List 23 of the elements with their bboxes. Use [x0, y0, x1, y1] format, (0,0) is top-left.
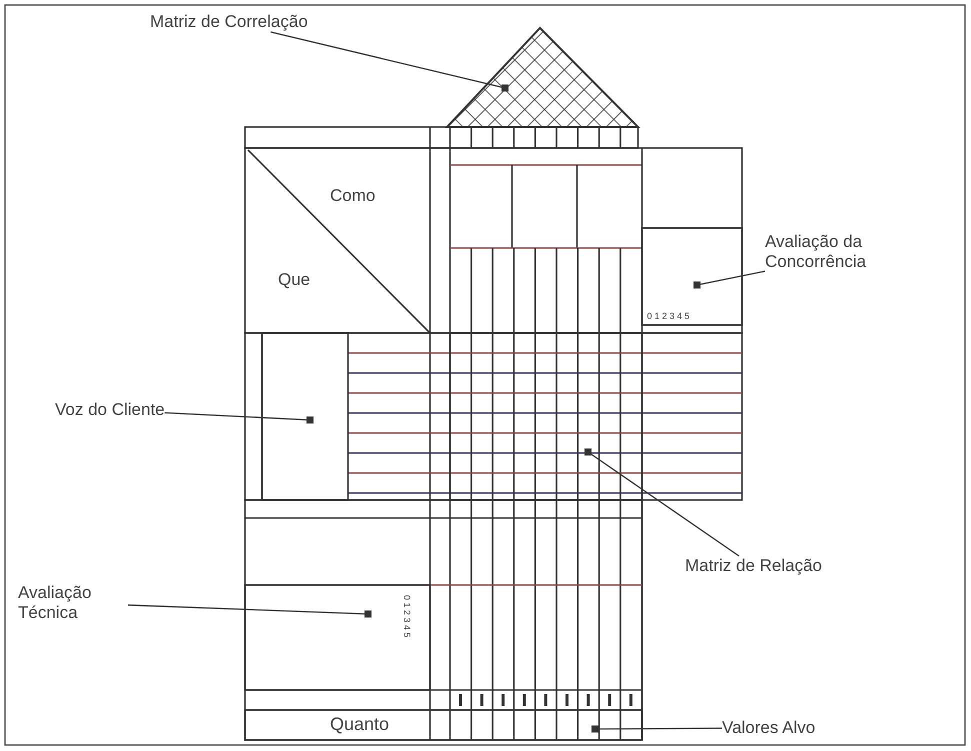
section-label: Quanto	[330, 714, 390, 734]
callout-label: Valores Alvo	[722, 718, 816, 738]
leader-line	[592, 726, 722, 732]
leader-line	[694, 270, 766, 288]
leader-line	[584, 448, 740, 557]
correlation-roof	[444, 26, 640, 128]
callout-label: Voz do Cliente	[55, 400, 165, 420]
callout-label: Matriz de Correlação	[150, 12, 308, 32]
section-label: Como	[330, 186, 376, 206]
leader-line	[270, 31, 508, 92]
leader-line	[164, 412, 314, 424]
callout-label: Matriz de Relação	[685, 556, 822, 576]
section-label: Que	[278, 270, 310, 290]
scale-numbers: 0 1 2 3 4 5	[402, 595, 412, 638]
relationship-matrix	[449, 332, 643, 501]
leader-line	[128, 604, 372, 618]
target-values-row	[244, 709, 643, 741]
evaluation-panel	[641, 227, 743, 326]
technical-evaluation-panel	[244, 584, 431, 691]
callout-label: Avaliação Técnica	[18, 583, 128, 623]
customer-requirements-panel	[261, 332, 349, 501]
callout-label: Avaliação da Concorrência	[765, 232, 955, 272]
scale-numbers: 0 1 2 3 4 5	[647, 310, 690, 323]
